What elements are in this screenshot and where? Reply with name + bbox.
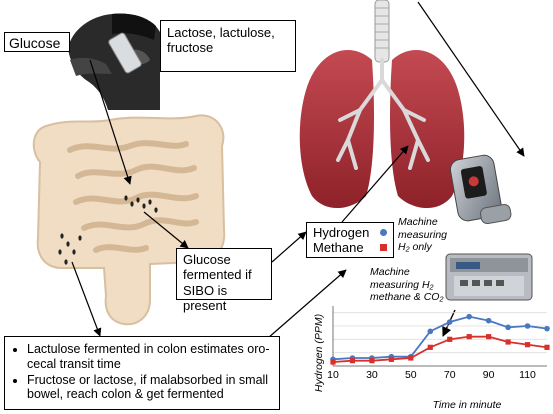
series-line-2 [332,335,548,363]
fermentation-notes-list: Lactulose fermented in colon estimates o… [11,342,273,402]
gas-legend: Hydrogen Methane [306,222,394,258]
legend-hydrogen-label: Hydrogen [313,225,370,240]
legend-methane-label: Methane [313,240,364,256]
series-2-point [505,339,511,345]
handheld-h2-machine-icon [449,154,512,225]
x-tick-label: 50 [405,369,417,381]
glucose-label: Glucose [4,32,70,52]
chart-x-ticks: 10 30 50 70 90 110 [327,369,536,381]
machine-multi-gas-label: Machine measuring H₂ methane & CO₂ [370,266,444,304]
x-tick-label: 70 [444,369,456,381]
x-tick-label: 30 [366,369,378,381]
glucose-fermented-label: Glucose fermented if SIBO is present [176,248,272,313]
series-2-point [369,358,375,364]
series-2-point [330,359,336,365]
series-1-point [544,325,550,332]
desktop-multi-gas-machine-icon [445,253,533,301]
series-1-point [427,328,434,335]
machine-h2-only-label: Machine measuring H₂ only [398,216,448,254]
intestine-icon [32,114,226,326]
series-2-point [349,358,356,364]
series-1-point [446,319,453,325]
series-2-point [388,356,394,362]
person-drinking-icon [68,13,160,110]
x-tick-label: 110 [519,369,536,381]
sugars-label: Lactose, lactulose, fructose [160,20,296,72]
series-2-point [544,344,550,350]
series-1-point [485,317,492,324]
chart-grid [333,312,547,354]
chart-x-label: Time in minute [433,399,502,411]
series-1-point [466,313,472,320]
series-line-1 [332,315,548,361]
lungs-icon [299,0,465,209]
note-lactulose: Lactulose fermented in colon estimates o… [27,342,273,372]
hydrogen-dot-icon [380,229,387,237]
note-fructose-lactose: Fructose or lactose, if malabsorbed in s… [27,373,273,403]
methane-square-icon [380,244,387,252]
series-1-point [505,324,511,331]
series-1-point [524,323,531,329]
series-2-point [427,344,433,350]
legend-hydrogen: Hydrogen [313,225,387,240]
series-2-point [447,336,453,342]
chart-series [330,313,550,365]
legend-methane: Methane [313,240,387,255]
fermentation-notes-box: Lactulose fermented in colon estimates o… [4,336,280,410]
series-2-point [524,342,531,348]
chart-axes [332,306,547,367]
series-2-point [408,355,414,361]
series-2-point [466,334,472,340]
x-tick-label: 10 [327,369,339,381]
chart-y-label: Hydrogen (PPM) [313,314,325,392]
series-2-point [486,334,492,340]
x-tick-label: 90 [483,369,495,381]
